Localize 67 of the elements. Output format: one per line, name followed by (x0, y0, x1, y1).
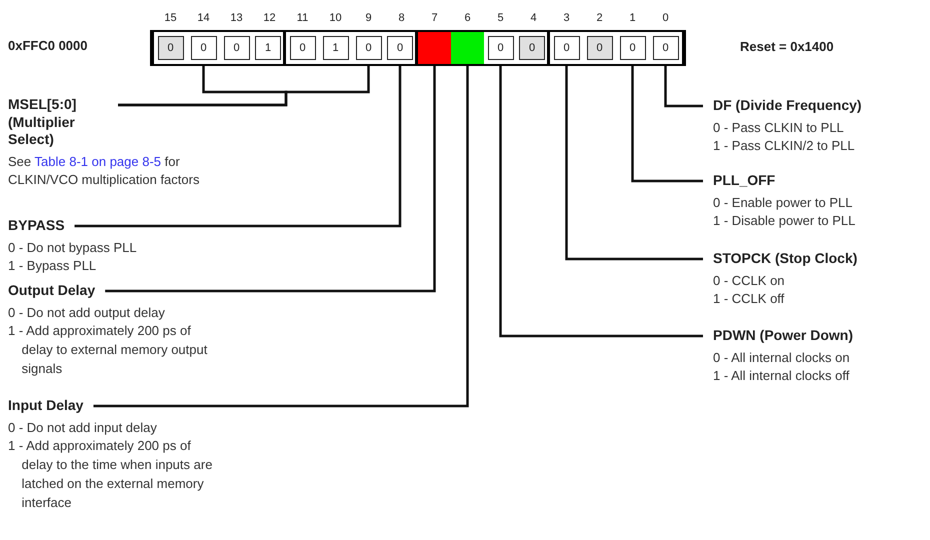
field-name: Input Delay (8, 397, 84, 414)
bit-value-description: 1 - Bypass PLL (8, 257, 98, 276)
bit-cell-filled (451, 32, 484, 64)
bit-cell: 0 (290, 36, 316, 60)
field-description: See Table 8-1 on page 8-5 for CLKIN/VCO multiplication factors (8, 152, 200, 190)
bit-value-description: 0 - Do not add output delay (8, 304, 166, 322)
bit-number: 13 (229, 12, 244, 24)
bit-cell: 0 (387, 36, 413, 60)
field-name: Output Delay (8, 282, 96, 300)
leader-line (105, 66, 436, 292)
bit-value-description: 1 - Add approximately 200 ps of delay to the time when inputs are latched on the external memory interface (8, 437, 214, 512)
bit-value-description: 0 - All internal clocks on (713, 348, 851, 366)
leader-line (565, 66, 703, 260)
bit-value-description: 1 - All internal clocks off (713, 367, 850, 386)
table-link: Table 8-1 on page 8-5 (34, 154, 162, 168)
bit-value-description: 1 - Pass CLKIN/2 to PLL (713, 137, 856, 156)
bit-number: 12 (262, 12, 277, 24)
bit-value-description: 1 - CCLK off (713, 290, 786, 308)
bit-cell-filled (418, 32, 451, 64)
bit-number: 3 (562, 12, 571, 24)
bit-cell: 0 (554, 36, 580, 60)
bit-cell: 0 (519, 36, 545, 60)
field-name: BYPASS (8, 217, 65, 234)
bit-cell: 0 (620, 36, 646, 60)
bit-value-description: 0 - Pass CLKIN to PLL (713, 118, 845, 136)
field-name: MSEL[5:0] (Multiplier Select) (8, 96, 78, 148)
bit-number: 11 (296, 12, 310, 24)
leader-line (499, 66, 703, 338)
register-address: 0xFFC0 0000 (8, 38, 88, 53)
bit-number: 4 (529, 12, 538, 24)
bit-number: 14 (196, 12, 211, 24)
leader-line (74, 66, 402, 228)
bit-cell: 0 (356, 36, 382, 60)
bit-number: 8 (397, 12, 406, 24)
bit-number: 9 (364, 12, 373, 24)
bit-cell: 0 (190, 36, 216, 60)
leader-line (118, 66, 370, 106)
bit-number: 0 (661, 12, 670, 24)
bit-number: 5 (496, 12, 505, 24)
bit-value-description: 1 - Disable power to PLL (713, 212, 856, 230)
bit-value-description: 0 - CCLK on (713, 272, 786, 290)
bit-number: 10 (328, 12, 343, 24)
bit-number: 7 (430, 12, 439, 24)
field-name: STOPCK (Stop Clock) (713, 250, 858, 268)
bit-number: 15 (163, 12, 178, 24)
leader-line (631, 66, 703, 182)
reset-value: Reset = 0x1400 (740, 39, 834, 54)
bit-value-description: 0 - Do not add input delay (8, 418, 158, 437)
field-name: DF (Divide Frequency) (713, 97, 862, 114)
bit-cell: 0 (488, 36, 514, 60)
bit-cell: 0 (158, 36, 184, 60)
bit-cell: 0 (224, 36, 250, 60)
bit-cell: 1 (255, 36, 281, 60)
bit-number: 1 (628, 12, 637, 24)
bit-number: 2 (595, 12, 604, 24)
bit-number: 6 (463, 12, 472, 24)
bit-cell: 0 (652, 36, 678, 60)
field-name: PLL_OFF (713, 172, 776, 190)
bit-cell: 1 (322, 36, 348, 60)
bit-cell: 0 (586, 36, 612, 60)
bit-value-description: 0 - Do not bypass PLL (8, 238, 138, 257)
register-bar (150, 30, 686, 66)
bit-value-description: 1 - Add approximately 200 ps of delay to external memory output signals (8, 322, 208, 378)
leader-line (93, 66, 469, 408)
leader-line (664, 66, 703, 108)
bit-value-description: 0 - Enable power to PLL (713, 194, 854, 212)
field-name: PDWN (Power Down) (713, 327, 853, 344)
